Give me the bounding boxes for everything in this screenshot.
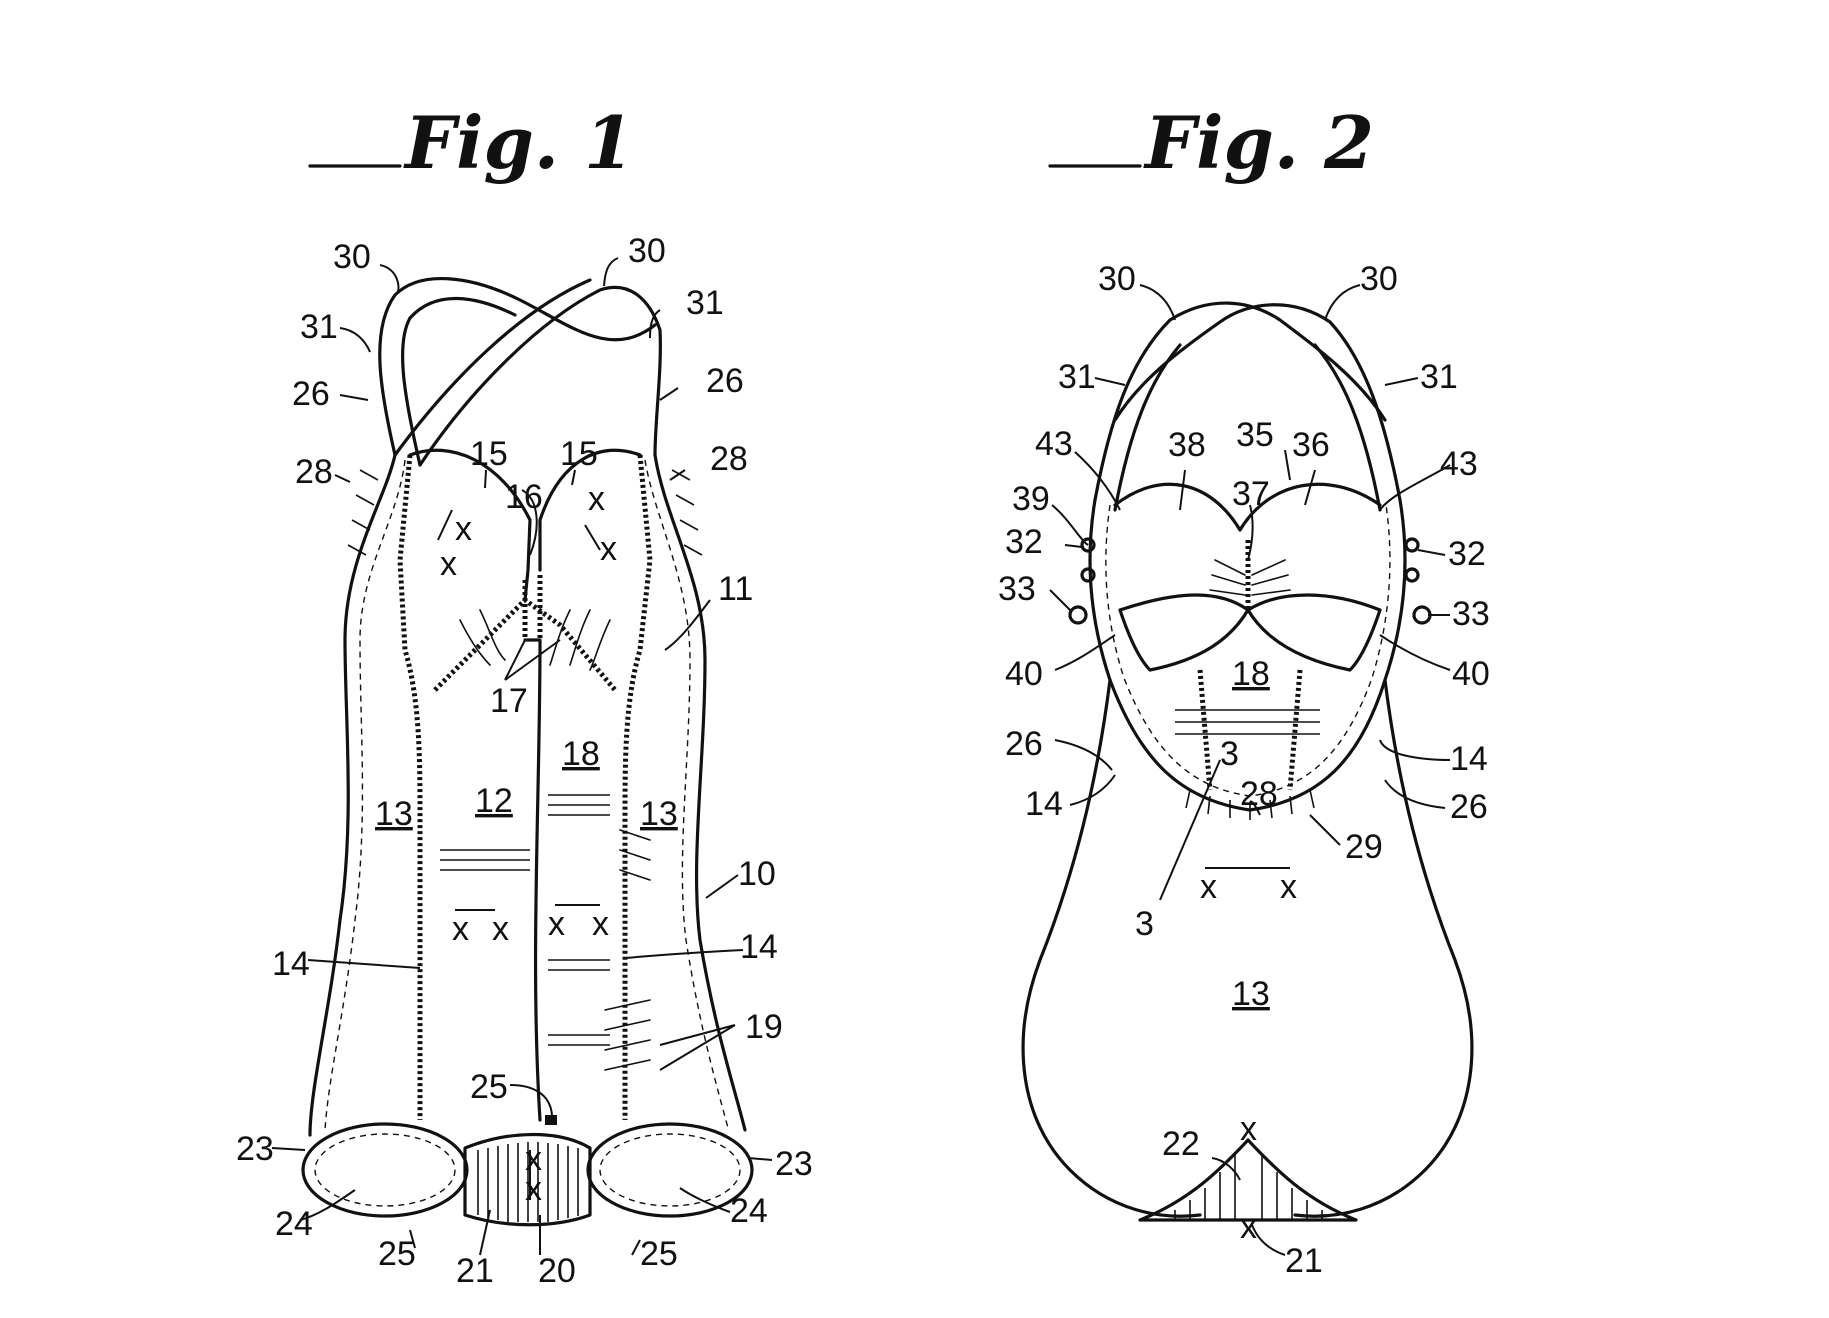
fig1-x-9: x [525, 1140, 542, 1178]
fig1-x-3: x [588, 480, 605, 518]
fig1-ref-16: 16 [505, 478, 543, 516]
fig2-section-line [1159, 759, 1221, 901]
fig1-ref-15b: 15 [560, 435, 598, 473]
fig2-ref-3b: 3 [1135, 905, 1154, 943]
fig1-ref-18: 18 [562, 735, 600, 773]
fig2-ref-33b: 33 [1452, 595, 1490, 633]
fig1-stretch-arrows: x x x x x x x x x x [437, 480, 617, 1208]
fig1-ref-21: 21 [456, 1252, 494, 1290]
fig1-ref-23a: 23 [236, 1130, 274, 1168]
fig2-left-strap [1093, 301, 1387, 502]
fig1-ref-15a: 15 [470, 435, 508, 473]
fig2-ref-40a: 40 [1005, 655, 1043, 693]
fig1-ref-23b: 23 [775, 1145, 813, 1183]
fig1-ref-30a: 30 [333, 238, 371, 276]
fig1-ref-31b: 31 [686, 284, 724, 322]
fig2-ref-36: 36 [1292, 426, 1330, 464]
fig1-x-7: x [548, 905, 565, 943]
fig2-ref-28: 28 [1240, 775, 1278, 813]
fig2-ref-43b: 43 [1440, 445, 1478, 483]
fig1-ref-20: 20 [538, 1252, 576, 1290]
fig1-fastener [545, 1115, 557, 1125]
fig1-x-8: x [592, 905, 609, 943]
fig2-x-4: x [1240, 1208, 1257, 1246]
fig1-ref-26a: 26 [292, 375, 330, 413]
fig2-body-outline [1021, 678, 1474, 1218]
fig1-ref-24b: 24 [730, 1192, 768, 1230]
fig1-ref-19: 19 [745, 1008, 783, 1046]
fig1-ref-14a: 14 [272, 945, 310, 983]
fig1-right-strap [418, 285, 662, 467]
fig2-ref-40b: 40 [1452, 655, 1490, 693]
fig1-ref-25c: 25 [640, 1235, 678, 1273]
fig1-left-leg-opening [301, 1122, 469, 1218]
figure-2: Fig. 2 [998, 100, 1490, 1280]
fig1-left-cup [408, 448, 532, 602]
fig2-ref-33a: 33 [998, 570, 1036, 608]
fig1-ref-13b: 13 [640, 795, 678, 833]
fig2-ref-32b: 32 [1448, 535, 1486, 573]
fig2-ref-37: 37 [1232, 475, 1270, 513]
fig1-ref-24a: 24 [275, 1205, 313, 1243]
fig1-x-10: x [525, 1170, 542, 1208]
fig2-ref-21: 21 [1285, 1242, 1323, 1280]
fig2-ref-13: 13 [1232, 975, 1270, 1013]
fig1-ref-10: 10 [738, 855, 776, 893]
fig1-x-1: x [455, 510, 472, 548]
fig2-ref-32a: 32 [1005, 523, 1043, 561]
fig1-ref-26b: 26 [706, 362, 744, 400]
fig2-ref-39: 39 [1012, 480, 1050, 518]
fig1-ref-17: 17 [490, 682, 528, 720]
fig2-right-strap [1113, 303, 1402, 502]
fig2-x-3: x [1240, 1110, 1257, 1148]
fig2-ref-22: 22 [1162, 1125, 1200, 1163]
fig1-ref-25b: 25 [378, 1235, 416, 1273]
fig2-ref-38: 38 [1168, 426, 1206, 464]
fig1-ref-25a: 25 [470, 1068, 508, 1106]
fig1-ref-30b: 30 [628, 232, 666, 270]
fig2-title: Fig. 2 [1143, 100, 1374, 185]
fig1-x-4: x [600, 530, 617, 568]
fig2-ref-31b: 31 [1420, 358, 1458, 396]
fig1-body-outline [308, 453, 747, 1137]
fig2-ref-14b: 14 [1450, 740, 1488, 778]
fig2-crotch-gusset [1138, 1138, 1358, 1222]
fig2-x-1: x [1200, 868, 1217, 906]
fig2-cups [1113, 482, 1382, 532]
fig2-ref-18: 18 [1232, 655, 1270, 693]
fig2-ref-31a: 31 [1058, 358, 1096, 396]
fig2-ref-26a: 26 [1005, 725, 1043, 763]
fig1-ref-31a: 31 [300, 308, 338, 346]
fig1-crotch-gusset [463, 1132, 592, 1227]
fig1-ref-28a: 28 [295, 453, 333, 491]
fig1-x-5: x [452, 910, 469, 948]
fig2-ref-3a: 3 [1220, 735, 1239, 773]
fig2-ref-35: 35 [1236, 416, 1274, 454]
fig2-ref-43a: 43 [1035, 425, 1073, 463]
fig2-x-2: x [1280, 868, 1297, 906]
fig1-ref-12: 12 [475, 782, 513, 820]
fig2-ref-29: 29 [1345, 828, 1383, 866]
fig1-title: Fig. 1 [403, 100, 634, 185]
fig1-ref-28b: 28 [710, 440, 748, 478]
fig1-ref-11: 11 [718, 570, 753, 608]
fig2-ref-30b: 30 [1360, 260, 1398, 298]
fig1-ref-14b: 14 [740, 928, 778, 966]
fig2-ref-26b: 26 [1450, 788, 1488, 826]
fig1-ref-13a: 13 [375, 795, 413, 833]
fig1-left-strap [378, 277, 657, 457]
fig1-x-6: x [492, 910, 509, 948]
fig1-right-leg-opening [586, 1122, 754, 1218]
fig2-ref-14a: 14 [1025, 785, 1063, 823]
fig1-x-2: x [440, 545, 457, 583]
fig2-ref-30a: 30 [1098, 260, 1136, 298]
figure-1: Fig. 1 [236, 100, 813, 1290]
